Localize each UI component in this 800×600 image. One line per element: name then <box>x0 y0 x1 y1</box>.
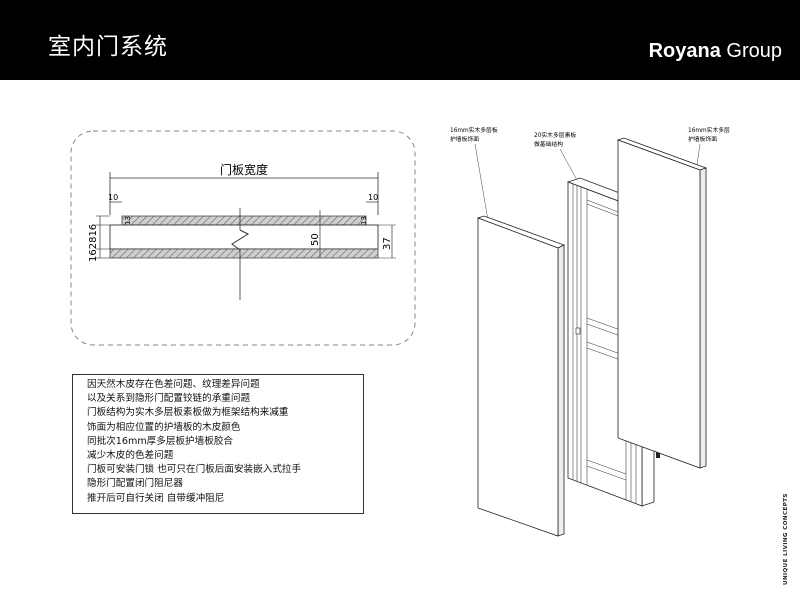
tagline-text: UNIQUE LIVING CONCEPTS <box>783 493 789 585</box>
note-line: 门板结构为实木多层板素板做为框架结构来减重 <box>87 407 289 419</box>
label-mid-frame-2: 做基础结构 <box>534 140 563 148</box>
notes-box: 因天然木皮存在色差问题、纹理差异问题 以及关系到隐形门配置铰链的承重问题 门板结… <box>72 374 364 514</box>
left-skin-panel <box>476 215 566 537</box>
note-line: 减少木皮的色差问题 <box>87 450 174 462</box>
note-line: 同批次16mm厚多层板护墙板胶合 <box>87 435 234 447</box>
note-line: 推开后可自行关闭 自带缓冲阻尼 <box>87 492 225 504</box>
dim-inner-13-right: 13 <box>360 216 368 225</box>
section-dashed-frame <box>70 130 416 346</box>
page-title: 室内门系统 <box>48 34 168 60</box>
door-section-drawing: 门板宽度 10 10 13 13 162816 50 37 <box>70 130 416 346</box>
dim-left-stack: 162816 <box>88 224 99 262</box>
label-left-panel-2: 护墙板饰面 <box>450 135 479 143</box>
dim-50: 50 <box>310 233 321 246</box>
top-veneer-layer <box>121 215 367 226</box>
label-left-panel-1: 16mm实木多层板 <box>450 126 498 134</box>
note-line: 饰面为相应位置的护墙板的木皮颜色 <box>87 421 241 433</box>
label-mid-frame-1: 20实木多层素板 <box>534 131 576 139</box>
hinge-bottom <box>656 450 660 458</box>
lock-hole <box>575 327 581 335</box>
brand-name-bold: Royana <box>648 40 721 62</box>
dim-left-top: 10 <box>108 193 118 202</box>
tagline-vertical: UNIQUE LIVING CONCEPTS <box>772 488 789 588</box>
exploded-door-drawing: 16mm实木多层板 护墙板饰面 20实木多层素板 做基础结构 16mm实木多层板… <box>450 126 730 537</box>
label-right-panel-2: 护墙板饰面 <box>688 135 717 143</box>
dim-37: 37 <box>382 237 393 250</box>
brand-name-light: Group <box>720 40 782 62</box>
bottom-veneer-layer <box>109 248 379 259</box>
door-width-label: 门板宽度 <box>220 162 268 177</box>
note-line: 门板可安装门锁 也可只在门板后面安装嵌入式拉手 <box>87 464 302 476</box>
note-line: 因天然木皮存在色差问题、纹理差异问题 <box>87 379 260 390</box>
label-right-panel-1: 16mm实木多层板 <box>688 126 730 134</box>
header-bar: 室内门系统 Royana Group <box>0 0 800 80</box>
brand-logo: Royana Group <box>649 40 782 63</box>
note-line: 以及关系到隐形门配置铰链的承重问题 <box>87 393 251 405</box>
note-line: 隐形门配置闭门阻尼器 <box>87 478 183 490</box>
right-skin-panel <box>616 137 708 469</box>
dim-inner-13-left: 13 <box>124 216 132 225</box>
dim-right-top: 10 <box>368 193 378 202</box>
